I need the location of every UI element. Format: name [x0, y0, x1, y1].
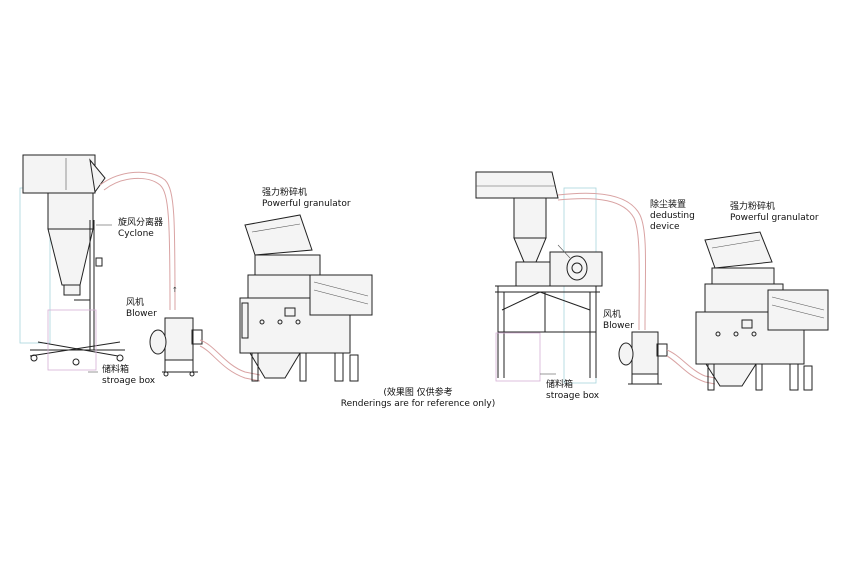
label-cyclone-en: Cyclone	[118, 229, 154, 239]
right-blower	[618, 331, 668, 385]
label-blower-right-zh: 风机	[603, 310, 622, 320]
label-storage-right-zh: 储料箱	[546, 380, 574, 390]
label-granulator-right-zh: 强力粉碎机	[730, 202, 776, 212]
label-storage-left-zh: 储料箱	[102, 365, 130, 375]
right-pipe-dedusting	[557, 192, 647, 331]
label-storage-right-en: stroage box	[546, 391, 600, 401]
right-storage-box	[495, 332, 541, 382]
right-granulator	[695, 231, 829, 391]
right-dedusting-device	[475, 171, 603, 384]
left-granulator	[239, 214, 373, 382]
label-granulator-left-zh: 强力粉碎机	[262, 188, 308, 198]
reference-note-en: Renderings are for reference only)	[340, 399, 496, 409]
left-pipe-cyclone	[99, 171, 176, 311]
left-pipe-blower	[199, 339, 261, 376]
label-granulator-left: 强力粉碎机 Powerful granulator	[262, 188, 351, 210]
label-blower-left: 风机 Blower	[126, 298, 157, 320]
label-granulator-left-en: Powerful granulator	[262, 199, 351, 209]
label-blower-right-en: Blower	[603, 321, 634, 331]
right-pipe-blower	[666, 349, 716, 379]
label-blower-left-en: Blower	[126, 309, 157, 319]
label-blower-right: 风机 Blower	[603, 310, 634, 332]
label-blower-left-zh: 风机	[126, 298, 145, 308]
label-granulator-right-en: Powerful granulator	[730, 213, 819, 223]
label-cyclone: 旋风分离器 Cyclone	[118, 218, 163, 240]
reference-note: (效果图 仅供参考 Renderings are for reference o…	[318, 388, 518, 410]
left-storage-box	[47, 309, 97, 371]
left-cyclone	[19, 154, 125, 366]
label-storage-left-en: stroage box	[102, 376, 156, 386]
label-dedusting: 除尘装置 dedusting device	[650, 200, 695, 233]
label-dedusting-en2: device	[650, 222, 680, 232]
label-dedusting-en1: dedusting	[650, 211, 695, 221]
svg-text:↑: ↑	[172, 286, 178, 294]
label-dedusting-zh: 除尘装置	[650, 200, 687, 210]
reference-note-zh: (效果图 仅供参考	[383, 388, 453, 398]
label-granulator-right: 强力粉碎机 Powerful granulator	[730, 202, 819, 224]
left-blower	[149, 317, 203, 377]
label-cyclone-zh: 旋风分离器	[118, 218, 164, 228]
label-storage-right: 储料箱 stroage box	[546, 380, 599, 402]
label-storage-left: 储料箱 stroage box	[102, 365, 155, 387]
